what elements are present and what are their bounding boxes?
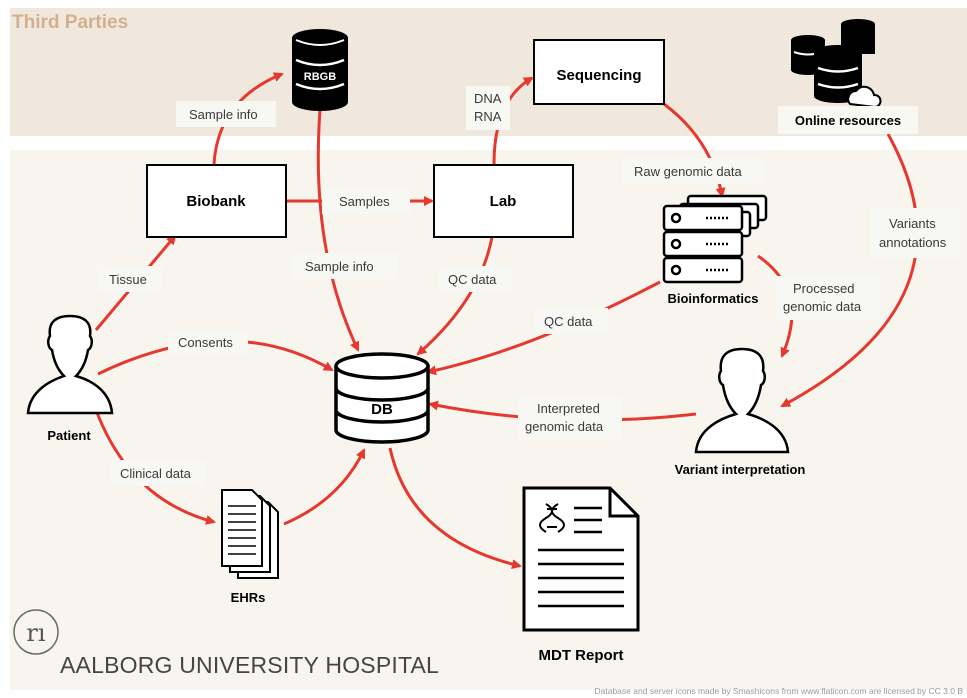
label-rna: RNA — [474, 109, 502, 124]
label-bg — [534, 308, 608, 334]
rbgb-node: RBGB — [292, 29, 348, 111]
db-label: DB — [371, 401, 393, 418]
person-icon — [26, 314, 114, 415]
sequencing-box — [533, 39, 665, 105]
edge-rbgb-db — [316, 109, 360, 352]
person-icon — [694, 347, 790, 454]
label-bg — [776, 276, 880, 320]
server-icon — [662, 194, 768, 284]
biobank-node: Biobank — [146, 164, 287, 238]
lab-box — [433, 164, 574, 238]
label-bg — [870, 208, 960, 258]
label-consents: Consents — [178, 335, 233, 350]
label-bg — [168, 330, 248, 354]
label-annotations: annotations — [879, 235, 947, 250]
sequencing-label: Sequencing — [556, 67, 641, 84]
label-clinical-data: Clinical data — [120, 466, 192, 481]
bioinformatics-label: Bioinformatics — [667, 291, 758, 306]
biobank-box — [146, 164, 287, 238]
lab-node: Lab — [433, 164, 574, 238]
label-bg — [98, 266, 162, 292]
mdt-report-label: MDT Report — [539, 647, 624, 664]
ehrs-node: EHRs — [221, 489, 279, 605]
biobank-label: Biobank — [186, 193, 246, 210]
variant-interpretation-label: Variant interpretation — [675, 462, 806, 477]
icon-credit: Database and server icons made by Smashi… — [594, 686, 964, 696]
label-qc-data-bio: QC data — [544, 314, 593, 329]
bioinformatics-node: Bioinformatics — [662, 194, 768, 306]
label-bg — [438, 266, 512, 292]
online-resources-label: Online resources — [795, 113, 901, 128]
documents-icon — [221, 489, 279, 579]
ehrs-label: EHRs — [231, 590, 266, 605]
cloud-database-icon — [791, 19, 882, 109]
label-qc-data-lab: QC data — [448, 272, 497, 287]
label-tissue: Tissue — [109, 272, 147, 287]
logo-glyph: rı — [26, 619, 45, 647]
label-variants: Variants — [889, 216, 936, 231]
label-bg — [176, 101, 276, 127]
edge-lab-db — [416, 236, 494, 356]
label-genomic-data-processed: genomic data — [783, 299, 862, 314]
edge-sequencing-bioinformatics — [663, 102, 726, 198]
edge-labels: Sample info DNA RNA Raw genomic data Sam… — [98, 86, 960, 486]
logo-circle — [13, 609, 59, 655]
online-resources-node: Online resources — [778, 19, 918, 134]
label-bg — [466, 86, 510, 130]
edge-bioinfo-db — [426, 280, 661, 376]
lab-label: Lab — [490, 193, 517, 210]
mdt-report-node: MDT Report — [522, 486, 640, 664]
patient-node: Patient — [26, 314, 114, 443]
label-bg — [622, 158, 764, 184]
dna-icon — [539, 503, 565, 533]
label-sample-info-rbgb: Sample info — [189, 107, 258, 122]
label-processed: Processed — [793, 281, 854, 296]
label-bg — [518, 396, 622, 440]
db-node: DB — [334, 352, 430, 444]
label-bg — [778, 106, 918, 134]
label-samples: Samples — [339, 194, 390, 209]
database-icon — [292, 29, 348, 111]
patient-label: Patient — [47, 428, 91, 443]
label-sample-info-db: Sample info — [305, 259, 374, 274]
rbgb-label: RBGB — [304, 71, 336, 83]
label-dna: DNA — [474, 91, 502, 106]
hospital-name: AALBORG UNIVERSITY HOSPITAL — [60, 652, 440, 678]
label-interpreted: Interpreted — [537, 401, 600, 416]
variant-interpretation-node: Variant interpretation — [675, 347, 806, 477]
report-document-icon — [522, 486, 640, 632]
aau-logo: rı — [13, 609, 59, 655]
edge-ehrs-db — [283, 448, 366, 526]
label-bg — [110, 460, 206, 486]
edge-db-mdt — [388, 447, 522, 570]
edge-online-variant — [780, 133, 919, 408]
label-bg — [322, 188, 410, 214]
label-raw-genomic-data: Raw genomic data — [634, 164, 742, 179]
database-icon — [334, 352, 430, 444]
label-bg — [292, 253, 398, 279]
third-parties-title: Third Parties — [12, 12, 129, 33]
sequencing-node: Sequencing — [533, 39, 665, 105]
label-genomic-data-interpreted: genomic data — [525, 419, 604, 434]
